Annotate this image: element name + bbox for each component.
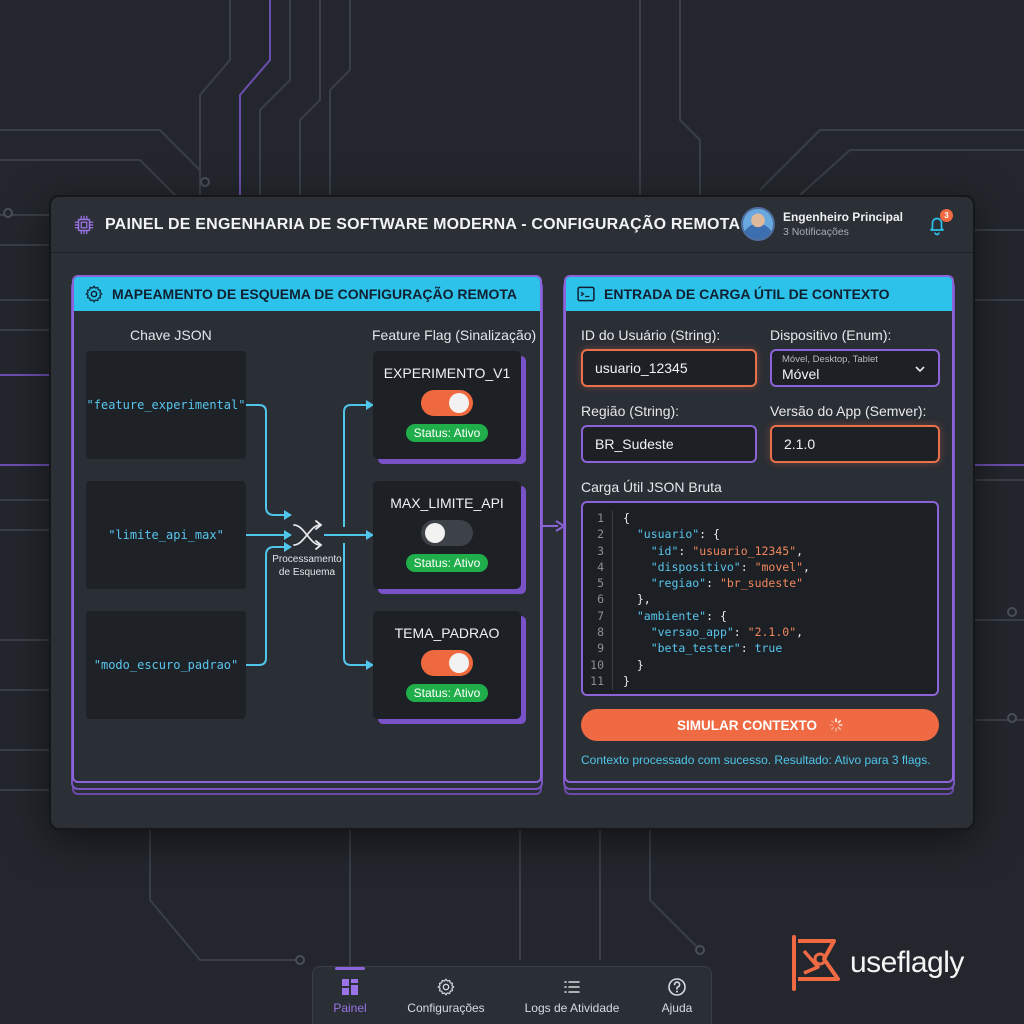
app-version-field[interactable]: 2.1.0	[770, 425, 940, 463]
region-label: Região (String):	[581, 403, 680, 419]
json-key-column-label: Chave JSON	[130, 327, 212, 343]
bottom-navigation: Painel Configurações Logs de Atividade A…	[312, 966, 712, 1024]
json-payload-editor[interactable]: 1{ 2 "usuario": { 3 "id": "usuario_12345…	[581, 501, 939, 696]
flag-card-tema-padrao: TEMA_PADRAO Status: Ativo	[373, 611, 521, 719]
context-payload-panel: ENTRADA DE CARGA ÚTIL DE CONTEXTO ID do …	[564, 275, 954, 783]
context-payload-header: ENTRADA DE CARGA ÚTIL DE CONTEXTO	[566, 277, 952, 311]
nav-item-logs[interactable]: Logs de Atividade	[521, 967, 623, 1024]
nav-item-ajuda[interactable]: Ajuda	[647, 967, 707, 1024]
raw-payload-label: Carga Útil JSON Bruta	[581, 479, 722, 495]
gear-icon	[437, 978, 455, 996]
flag-card-max-limite-api: MAX_LIMITE_API Status: Ativo	[373, 481, 521, 589]
title-bar: PAINEL DE ENGENHARIA DE SOFTWARE MODERNA…	[51, 197, 973, 253]
nav-item-painel[interactable]: Painel	[321, 967, 379, 1024]
nav-label: Configurações	[407, 1001, 485, 1015]
user-profile[interactable]: Engenheiro Principal 3 Notificações	[740, 207, 903, 241]
notifications-button[interactable]: 3	[925, 209, 953, 237]
status-badge: Status: Ativo	[405, 554, 489, 572]
shuffle-icon	[293, 520, 323, 550]
nav-label: Ajuda	[661, 1001, 693, 1015]
spinner-icon	[829, 718, 843, 732]
bell-icon	[930, 217, 944, 236]
notification-badge: 3	[940, 209, 953, 222]
json-key-item[interactable]: "feature_experimental"	[86, 351, 246, 459]
json-key-item[interactable]: "modo_escuro_padrao"	[86, 611, 246, 719]
simulate-context-button[interactable]: SIMULAR CONTEXTO	[581, 709, 939, 741]
schema-mapping-header: MAPEAMENTO DE ESQUEMA DE CONFIGURAÇÃO RE…	[74, 277, 540, 311]
device-select[interactable]: Móvel, Desktop, Tablet Móvel	[770, 349, 940, 387]
schema-processing-label: Processamento de Esquema	[272, 554, 342, 578]
flag-toggle[interactable]	[421, 520, 473, 546]
result-message: Contexto processado com sucesso. Resulta…	[581, 753, 931, 767]
device-label: Dispositivo (Enum):	[770, 327, 892, 343]
app-version-label: Versão do App (Semver):	[770, 403, 927, 419]
panel-link-arrow	[540, 520, 566, 532]
nav-item-configuracoes[interactable]: Configurações	[401, 967, 491, 1024]
schema-mapping-title: MAPEAMENTO DE ESQUEMA DE CONFIGURAÇÃO RE…	[112, 286, 517, 302]
help-icon	[668, 978, 686, 996]
chevron-down-icon	[915, 366, 925, 373]
terminal-icon	[577, 286, 595, 302]
json-key-item[interactable]: "limite_api_max"	[86, 481, 246, 589]
dashboard-icon	[342, 979, 358, 995]
brand-name: useflagly	[850, 946, 964, 979]
flag-toggle[interactable]	[421, 390, 473, 416]
status-badge: Status: Ativo	[405, 424, 489, 442]
flag-name: EXPERIMENTO_V1	[383, 365, 511, 381]
device-options-hint: Móvel, Desktop, Tablet	[782, 354, 878, 365]
simulate-context-label: SIMULAR CONTEXTO	[676, 717, 817, 733]
region-field[interactable]: BR_Sudeste	[581, 425, 757, 463]
nav-label: Painel	[333, 1001, 367, 1015]
flag-logo-icon	[792, 935, 840, 991]
avatar[interactable]	[740, 207, 775, 241]
schema-mapping-panel: MAPEAMENTO DE ESQUEMA DE CONFIGURAÇÃO RE…	[72, 275, 542, 783]
main-window: PAINEL DE ENGENHARIA DE SOFTWARE MODERNA…	[49, 195, 975, 830]
flag-card-experimento-v1: EXPERIMENTO_V1 Status: Ativo	[373, 351, 521, 459]
list-icon	[564, 981, 580, 993]
context-payload-title: ENTRADA DE CARGA ÚTIL DE CONTEXTO	[604, 286, 890, 302]
brand-logo: useflagly	[790, 935, 964, 991]
user-id-label: ID do Usuário (String):	[581, 327, 721, 343]
user-id-field[interactable]: usuario_12345	[581, 349, 757, 387]
status-badge: Status: Ativo	[405, 684, 489, 702]
feature-flag-column-label: Feature Flag (Sinalização)	[372, 327, 537, 343]
page-title: PAINEL DE ENGENHARIA DE SOFTWARE MODERNA…	[105, 215, 741, 233]
flag-toggle[interactable]	[421, 650, 473, 676]
gear-icon	[85, 285, 103, 303]
device-selected-value: Móvel	[782, 366, 820, 382]
user-name: Engenheiro Principal	[782, 210, 903, 224]
flag-name: TEMA_PADRAO	[394, 625, 500, 641]
user-notifications-text: 3 Notificações	[782, 226, 849, 238]
chip-icon	[74, 215, 94, 234]
nav-label: Logs de Atividade	[524, 1001, 620, 1015]
flag-name: MAX_LIMITE_API	[390, 495, 504, 511]
